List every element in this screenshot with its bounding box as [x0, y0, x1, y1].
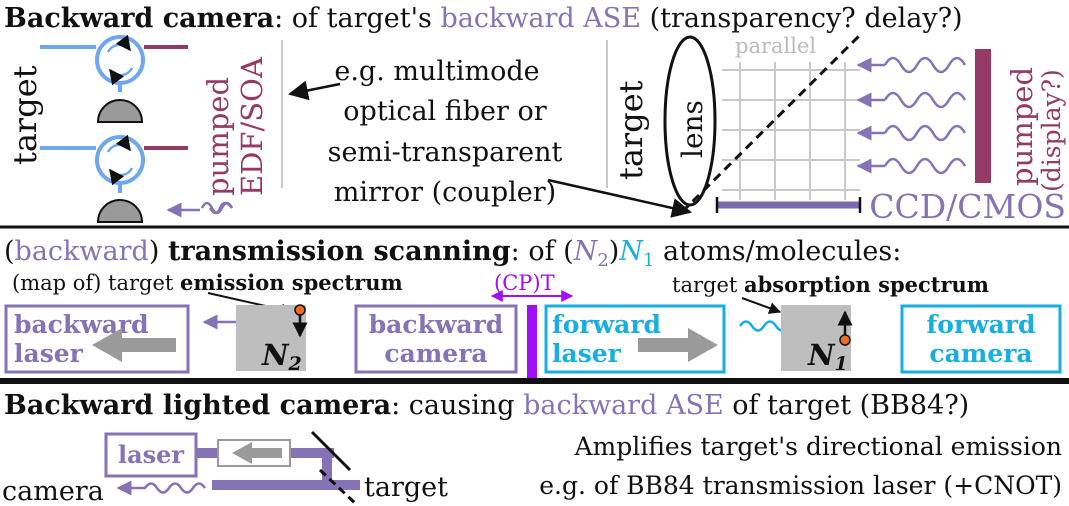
- n1-dot: [839, 334, 851, 346]
- bottom-line2: e.g. of BB84 transmission laser (+CNOT): [539, 471, 1062, 500]
- parallel-grid: [722, 62, 860, 200]
- backward-camera-box: [354, 304, 518, 374]
- ase-wave-left-2: [208, 201, 233, 215]
- display-arrows: [856, 57, 885, 174]
- edf-soa-label: EDF/SOA: [235, 56, 269, 196]
- display-waves: [883, 56, 967, 175]
- forward-camera-line2: camera: [929, 339, 1032, 368]
- backward-laser-arrow-icon: [92, 328, 176, 362]
- forward-laser-line2: laser: [552, 339, 622, 368]
- svg-text:semi-transparent: semi-transparent: [328, 137, 563, 168]
- n2-cell: [236, 305, 306, 371]
- diagonal-coupler: [680, 31, 864, 214]
- pumped-display-bar: [975, 49, 991, 183]
- cpt-label: (CP)T: [494, 271, 555, 295]
- bottom-fiber-vertical: [322, 448, 332, 490]
- bottom-isolator-arrow-icon: [232, 442, 282, 464]
- coupler-note: e.g. multimode optical fiber or semi-tra…: [328, 56, 563, 208]
- bottom-heading: Backward lighted camera: causing backwar…: [4, 390, 969, 421]
- bottom-camera-label: camera: [2, 476, 104, 506]
- svg-text:mirror (coupler): mirror (coupler): [334, 177, 556, 208]
- n1-label: N1: [807, 338, 848, 375]
- parallel-label: parallel: [735, 34, 816, 58]
- target-label-left: target: [6, 65, 44, 165]
- note-arrow-left: [288, 80, 341, 101]
- bottom-laser-box: [104, 432, 198, 478]
- forward-camera-line1: forward: [927, 310, 1036, 339]
- backward-laser-line2: laser: [14, 339, 84, 368]
- svg-text:optical fiber or: optical fiber or: [343, 96, 546, 127]
- top-heading: Backward camera: of target's backward AS…: [4, 3, 963, 34]
- forward-laser-line1: forward: [552, 310, 661, 339]
- lens-label: lens: [676, 100, 709, 158]
- target-label-mid: target: [612, 80, 650, 180]
- middle-heading: (backward) transmission scanning: of (N2…: [4, 236, 901, 271]
- forward-camera-box: [900, 304, 1062, 374]
- svg-text:e.g. multimode: e.g. multimode: [334, 56, 539, 87]
- pumped-label-right: pumped: [1005, 67, 1039, 186]
- bottom-ase-wave: [143, 482, 207, 494]
- bottom-fiber-lower: [212, 480, 360, 490]
- absorption-pointer: [741, 297, 782, 314]
- backward-camera-line1: backward: [369, 310, 504, 339]
- lens-icon: [663, 35, 717, 207]
- ccd-cmos-label: CCD/CMOS: [869, 187, 1066, 226]
- photodetector-top-icon: [96, 99, 144, 123]
- circulator-bottom: [40, 134, 188, 193]
- bottom-line1: Amplifies target's directional emission: [574, 432, 1063, 461]
- backward-camera-line2: camera: [384, 339, 487, 368]
- cpt-mirror-bar: [527, 305, 537, 378]
- photodetector-bottom-icon: [96, 199, 144, 223]
- circulator-top: [40, 34, 188, 92]
- n2-dot: [294, 304, 306, 316]
- forward-laser-box: [544, 304, 726, 374]
- backward-laser-line1: backward: [14, 310, 149, 339]
- note-arrow-right: [547, 178, 692, 218]
- bottom-laser-label: laser: [118, 440, 184, 469]
- bottom-coupler-line: [310, 430, 352, 472]
- forward-laser-arrow-icon: [638, 328, 718, 362]
- bottom-target-label: target: [364, 472, 448, 503]
- n2-label: N2: [261, 338, 302, 375]
- display-label: (display?): [1037, 69, 1066, 192]
- absorption-label: target absorption spectrum: [672, 272, 989, 297]
- emission-label: (map of) target emission spectrum: [12, 270, 403, 295]
- pumped-label-left: pumped: [201, 77, 235, 196]
- bottom-coupler-dashed: [318, 468, 358, 506]
